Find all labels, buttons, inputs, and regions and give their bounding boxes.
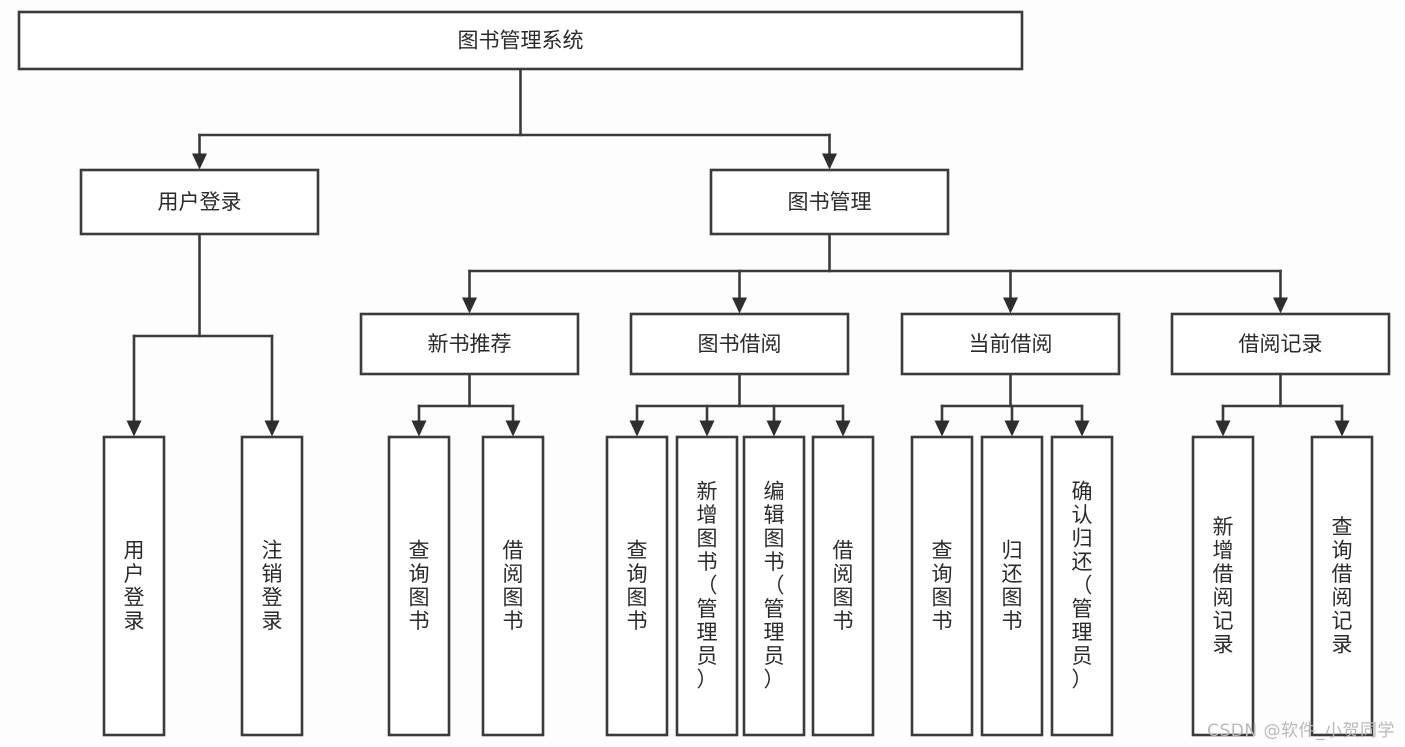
node-leaf-query-book-1[interactable]: 查询图书	[387, 435, 451, 737]
node-label: 查询图书	[932, 538, 953, 633]
edges-layer	[126, 67, 1350, 437]
node-box	[1310, 435, 1374, 737]
node-box	[605, 435, 669, 737]
node-label: 查询图书	[627, 538, 648, 633]
node-label: 借阅图书	[503, 538, 524, 633]
node-label: 图书管理	[788, 190, 872, 214]
node-label: 新增图书（管理员）	[697, 480, 718, 692]
node-box	[17, 10, 1024, 71]
node-box	[980, 435, 1044, 737]
arrow-head-icon	[699, 420, 715, 437]
node-label: 借阅图书	[833, 538, 854, 633]
node-box	[1170, 312, 1391, 376]
node-label: 图书借阅	[698, 332, 782, 356]
node-leaf-return-book[interactable]: 归还图书	[980, 435, 1044, 737]
node-leaf-add-record[interactable]: 新增借阅记录	[1191, 435, 1255, 737]
node-leaf-borrow-book-1[interactable]: 借阅图书	[481, 435, 545, 737]
edge-group-borrow-record	[1215, 372, 1350, 437]
arrow-head-icon	[732, 297, 747, 314]
node-label: 当前借阅	[969, 332, 1053, 356]
node-box	[709, 168, 950, 236]
arrow-head-icon	[1273, 297, 1288, 314]
node-leaf-query-book-3[interactable]: 查询图书	[910, 435, 974, 737]
arrow-head-icon	[1215, 420, 1231, 437]
node-label: 查询图书	[409, 538, 430, 633]
arrow-head-icon	[411, 420, 427, 437]
node-label: 用户登录	[158, 190, 242, 214]
node-box	[387, 435, 451, 737]
arrow-head-icon	[1004, 420, 1020, 437]
arrow-head-icon	[835, 420, 851, 437]
node-user-login[interactable]: 用户登录	[79, 168, 320, 236]
arrow-head-icon	[1003, 297, 1018, 314]
node-box	[675, 435, 739, 737]
arrow-head-icon	[629, 420, 645, 437]
arrow-head-icon	[126, 420, 142, 437]
node-leaf-query-book-2[interactable]: 查询图书	[605, 435, 669, 737]
edge-group-book-borrow	[629, 372, 851, 437]
node-box	[742, 435, 806, 737]
node-book-manage[interactable]: 图书管理	[709, 168, 950, 236]
node-leaf-add-book[interactable]: 新增图书（管理员）	[675, 435, 739, 737]
node-label: 确认归还（管理员）	[1072, 480, 1093, 692]
node-box	[811, 435, 875, 737]
node-leaf-borrow-book-2[interactable]: 借阅图书	[811, 435, 875, 737]
arrow-head-icon	[1334, 420, 1350, 437]
node-leaf-user-login[interactable]: 用户登录	[102, 435, 166, 737]
edge-group-new-book-rec	[411, 372, 521, 437]
edge-group-root	[192, 67, 837, 170]
node-new-book-rec[interactable]: 新书推荐	[359, 312, 580, 376]
node-borrow-record[interactable]: 借阅记录	[1170, 312, 1391, 376]
node-box	[481, 435, 545, 737]
node-leaf-query-record[interactable]: 查询借阅记录	[1310, 435, 1374, 737]
node-current-borrow[interactable]: 当前借阅	[900, 312, 1121, 376]
node-box	[359, 312, 580, 376]
node-box	[1191, 435, 1255, 737]
node-root[interactable]: 图书管理系统	[17, 10, 1024, 71]
arrow-head-icon	[822, 153, 837, 170]
node-leaf-edit-book[interactable]: 编辑图书（管理员）	[742, 435, 806, 737]
arrow-head-icon	[462, 297, 477, 314]
node-leaf-confirm-return[interactable]: 确认归还（管理员）	[1050, 435, 1114, 737]
edge-group-current-borrow	[934, 372, 1090, 437]
node-box	[1050, 435, 1114, 737]
node-label: 编辑图书（管理员）	[764, 480, 785, 692]
node-box	[910, 435, 974, 737]
edge-group-user-login	[126, 232, 280, 437]
node-label: 查询借阅记录	[1332, 515, 1353, 657]
arrow-head-icon	[192, 153, 207, 170]
arrow-head-icon	[264, 420, 280, 437]
node-label: 归还图书	[1002, 538, 1023, 633]
node-label: 用户登录	[124, 538, 145, 633]
arrow-head-icon	[934, 420, 950, 437]
node-label: 借阅记录	[1239, 332, 1323, 356]
watermark-text: CSDN @软件_小贺同学	[1207, 721, 1395, 741]
node-label: 图书管理系统	[458, 29, 584, 53]
node-label: 新书推荐	[428, 332, 512, 356]
node-label: 新增借阅记录	[1213, 515, 1234, 657]
node-label: 注销登录	[262, 538, 283, 633]
node-book-borrow[interactable]: 图书借阅	[629, 312, 850, 376]
node-leaf-logout[interactable]: 注销登录	[240, 435, 304, 737]
edge-group-book-manage	[462, 232, 1288, 314]
nodes-layer: 图书管理系统用户登录图书管理新书推荐图书借阅当前借阅借阅记录用户登录注销登录查询…	[17, 10, 1391, 737]
arrow-head-icon	[766, 420, 782, 437]
node-box	[102, 435, 166, 737]
arrow-head-icon	[1074, 420, 1090, 437]
node-box	[629, 312, 850, 376]
node-box	[79, 168, 320, 236]
arrow-head-icon	[505, 420, 521, 437]
node-box	[900, 312, 1121, 376]
node-box	[240, 435, 304, 737]
